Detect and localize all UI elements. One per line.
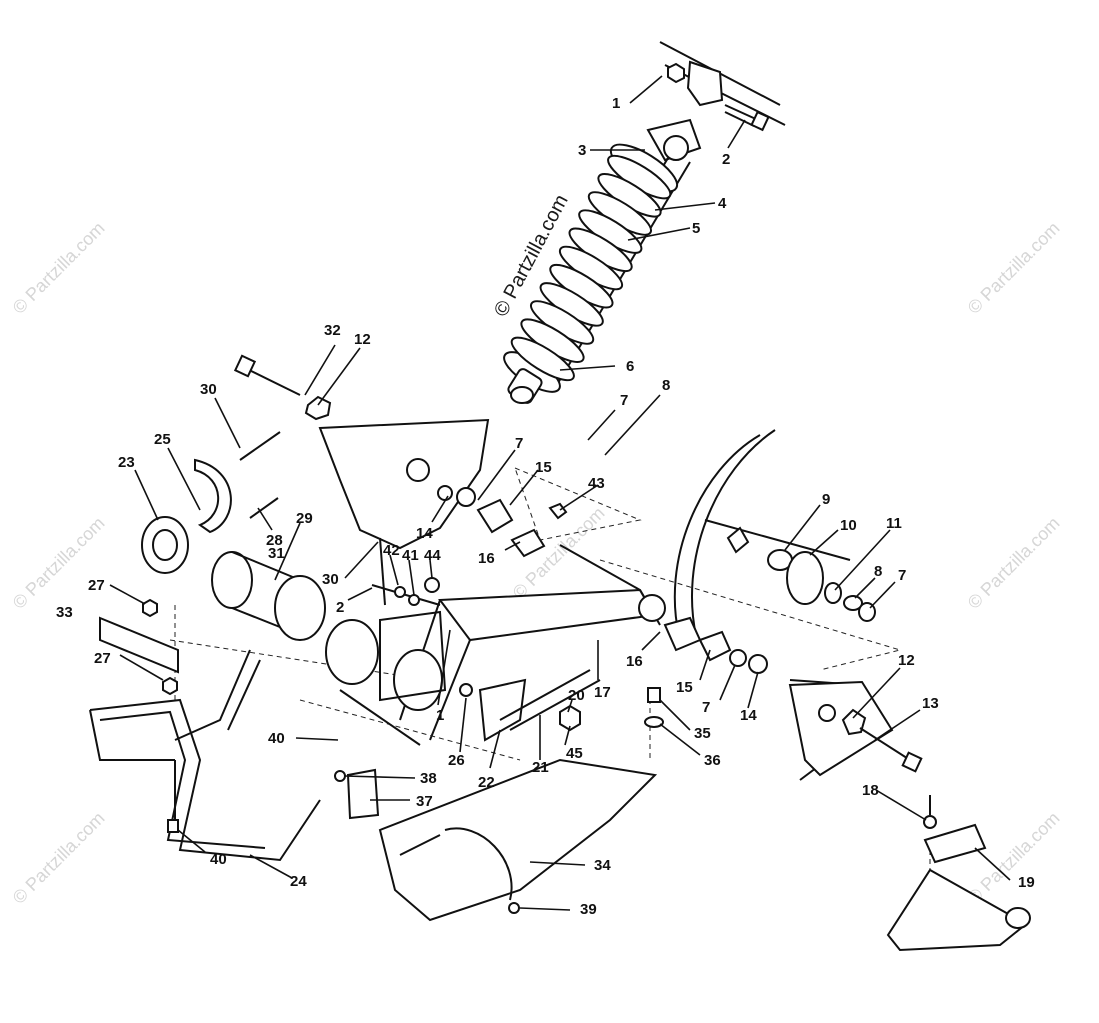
callout-9-bearing: 9: [822, 491, 830, 508]
callout-12-nut: 12: [354, 331, 371, 348]
callout-19-bracket: 19: [1018, 874, 1035, 891]
callout-6-shock-eye: 6: [626, 358, 634, 375]
callout-16-spacer-b: 16: [626, 653, 643, 670]
callout-28-bolt: 28: [266, 532, 283, 549]
callout-7-washer-d: 7: [702, 699, 710, 716]
callout-24-bumper: 24: [290, 873, 307, 890]
callout-5-spring-seat: 5: [692, 220, 700, 237]
support-bracket: [334, 768, 380, 820]
callout-38-clip: 38: [420, 770, 437, 787]
callout-1-nut-b: 1: [436, 707, 444, 724]
callout-13-bolt: 13: [922, 695, 939, 712]
callout-17-swing-arm: 17: [594, 684, 611, 701]
rear-arm-bracket-right: [788, 680, 923, 777]
callout-27-nut-b: 27: [94, 650, 111, 667]
callout-43-fitting: 43: [588, 475, 605, 492]
watermark-left-middle: © Partzilla.com: [9, 513, 109, 613]
watermark-left-upper: © Partzilla.com: [9, 218, 109, 318]
callout-33-plate: 33: [56, 604, 73, 621]
drive-shield: [378, 758, 658, 922]
front-plate: [99, 598, 179, 696]
callout-40-bolt: 40: [268, 730, 285, 747]
callout-30-bolt-b: 30: [322, 571, 339, 588]
fastener-35-36: [644, 687, 664, 728]
upper-bracket-plate: [233, 354, 490, 550]
drive-spacer-housing: [211, 551, 447, 711]
callout-12-nut-b: 12: [898, 652, 915, 669]
callout-14-washer: 14: [416, 525, 433, 542]
callout-42-washer: 42: [383, 542, 400, 559]
link-bushings-left: [437, 485, 546, 558]
link-bushings-right: [663, 616, 768, 674]
callout-8-washer-b: 8: [874, 563, 882, 580]
callout-36-washer: 36: [704, 752, 721, 769]
callout-23-wheel: 23: [118, 454, 135, 471]
watermark-right-middle: © Partzilla.com: [964, 513, 1064, 613]
rear-swing-arm: [399, 544, 666, 741]
callout-7-washer: 7: [620, 392, 628, 409]
shock-mount-hardware: [667, 62, 770, 132]
callout-37-bracket: 37: [416, 793, 433, 810]
callout-40-bolt-b: 40: [210, 851, 227, 868]
shock-spring-coils: [510, 154, 672, 382]
callout-22-link: 22: [478, 774, 495, 791]
callout-14-washer-b: 14: [740, 707, 757, 724]
spring-coil: [510, 336, 575, 382]
callout-2-shock-bolt: 2: [722, 151, 730, 168]
callout-20-washer: 20: [568, 687, 585, 704]
callout-34-shield: 34: [594, 857, 611, 874]
watermark-right-upper: © Partzilla.com: [964, 218, 1064, 318]
callout-16-spacer: 16: [478, 550, 495, 567]
callout-27-nut: 27: [88, 577, 105, 594]
callout-labels: 1 2 3 4 5 6 7 8 32 12 30 25 23 7 15 43 1…: [56, 95, 1035, 918]
callout-15-bushing-b: 15: [676, 679, 693, 696]
callout-18-grease-fitting: 18: [862, 782, 879, 799]
callout-10-wheel: 10: [840, 517, 857, 534]
callout-26-nut: 26: [448, 752, 465, 769]
watermark-right-lower: © Partzilla.com: [964, 808, 1064, 908]
callout-11-bearing: 11: [886, 515, 902, 532]
callout-7-washer-b: 7: [515, 435, 523, 452]
callout-3-shock-absorber: 3: [578, 142, 586, 159]
callout-15-bushing: 15: [535, 459, 552, 476]
callout-39-nut: 39: [580, 901, 597, 918]
bogie-wheel-left: [141, 431, 281, 574]
callout-44-nut: 44: [424, 547, 441, 564]
callout-7-washer-c: 7: [898, 567, 906, 584]
watermark-left-lower: © Partzilla.com: [9, 808, 109, 908]
callout-8-washer: 8: [662, 377, 670, 394]
center-fasteners: [371, 502, 568, 606]
callout-25-strap: 25: [154, 431, 171, 448]
lower-arm-bracket: [886, 795, 1031, 952]
callout-leader-lines: [109, 75, 1011, 911]
callout-32-bolt: 32: [324, 322, 341, 339]
rear-link-parts: [459, 669, 601, 742]
callout-31-spacer: 31: [268, 545, 285, 562]
callout-1-shock-nut: 1: [612, 95, 620, 112]
callout-29-housing: 29: [296, 510, 313, 527]
frame-rail: [659, 41, 786, 126]
callout-2-bolt-b: 2: [336, 599, 344, 616]
callout-41-washer: 41: [402, 547, 419, 564]
callout-45-nut: 45: [566, 745, 583, 762]
front-bumper-frame: [89, 649, 421, 862]
callout-35-bolt: 35: [694, 725, 711, 742]
callout-21-rod: 21: [532, 759, 549, 776]
callout-4-spring: 4: [718, 195, 727, 212]
callout-30-bolt: 30: [200, 381, 217, 398]
